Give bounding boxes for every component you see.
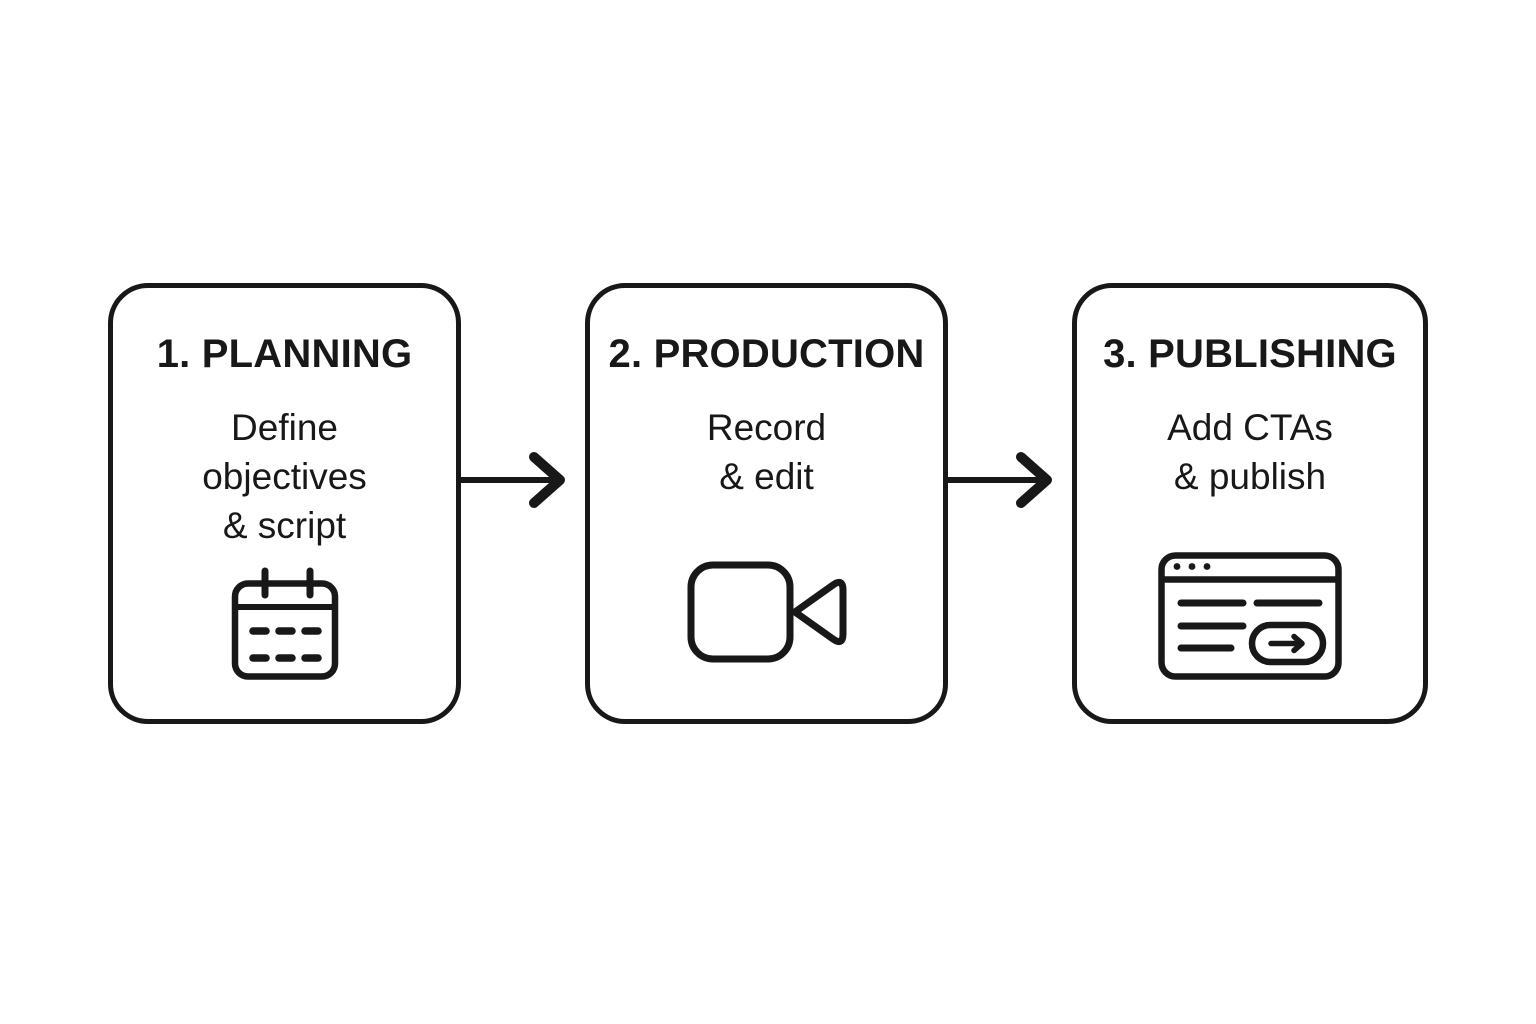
step-description: Define objectives & script — [202, 407, 367, 546]
step-title: 1. PLANNING — [156, 332, 413, 376]
step-description: Add CTAs & publish — [1167, 407, 1333, 497]
step-card-publishing: 3. PUBLISHING Add CTAs & publish — [1072, 283, 1428, 724]
arrow-right-icon — [458, 448, 570, 512]
step-card-planning: 1. PLANNING Define objectives & script — [108, 283, 461, 724]
step-description: Record & edit — [706, 407, 827, 497]
browser-window-cta-icon — [1158, 552, 1342, 682]
step-title: 2. PRODUCTION — [608, 332, 925, 376]
calendar-icon — [230, 566, 340, 681]
step-card-production: 2. PRODUCTION Record & edit — [585, 283, 948, 724]
video-camera-icon — [687, 561, 847, 663]
arrow-right-icon — [945, 448, 1057, 512]
step-title: 3. PUBLISHING — [1103, 332, 1397, 376]
